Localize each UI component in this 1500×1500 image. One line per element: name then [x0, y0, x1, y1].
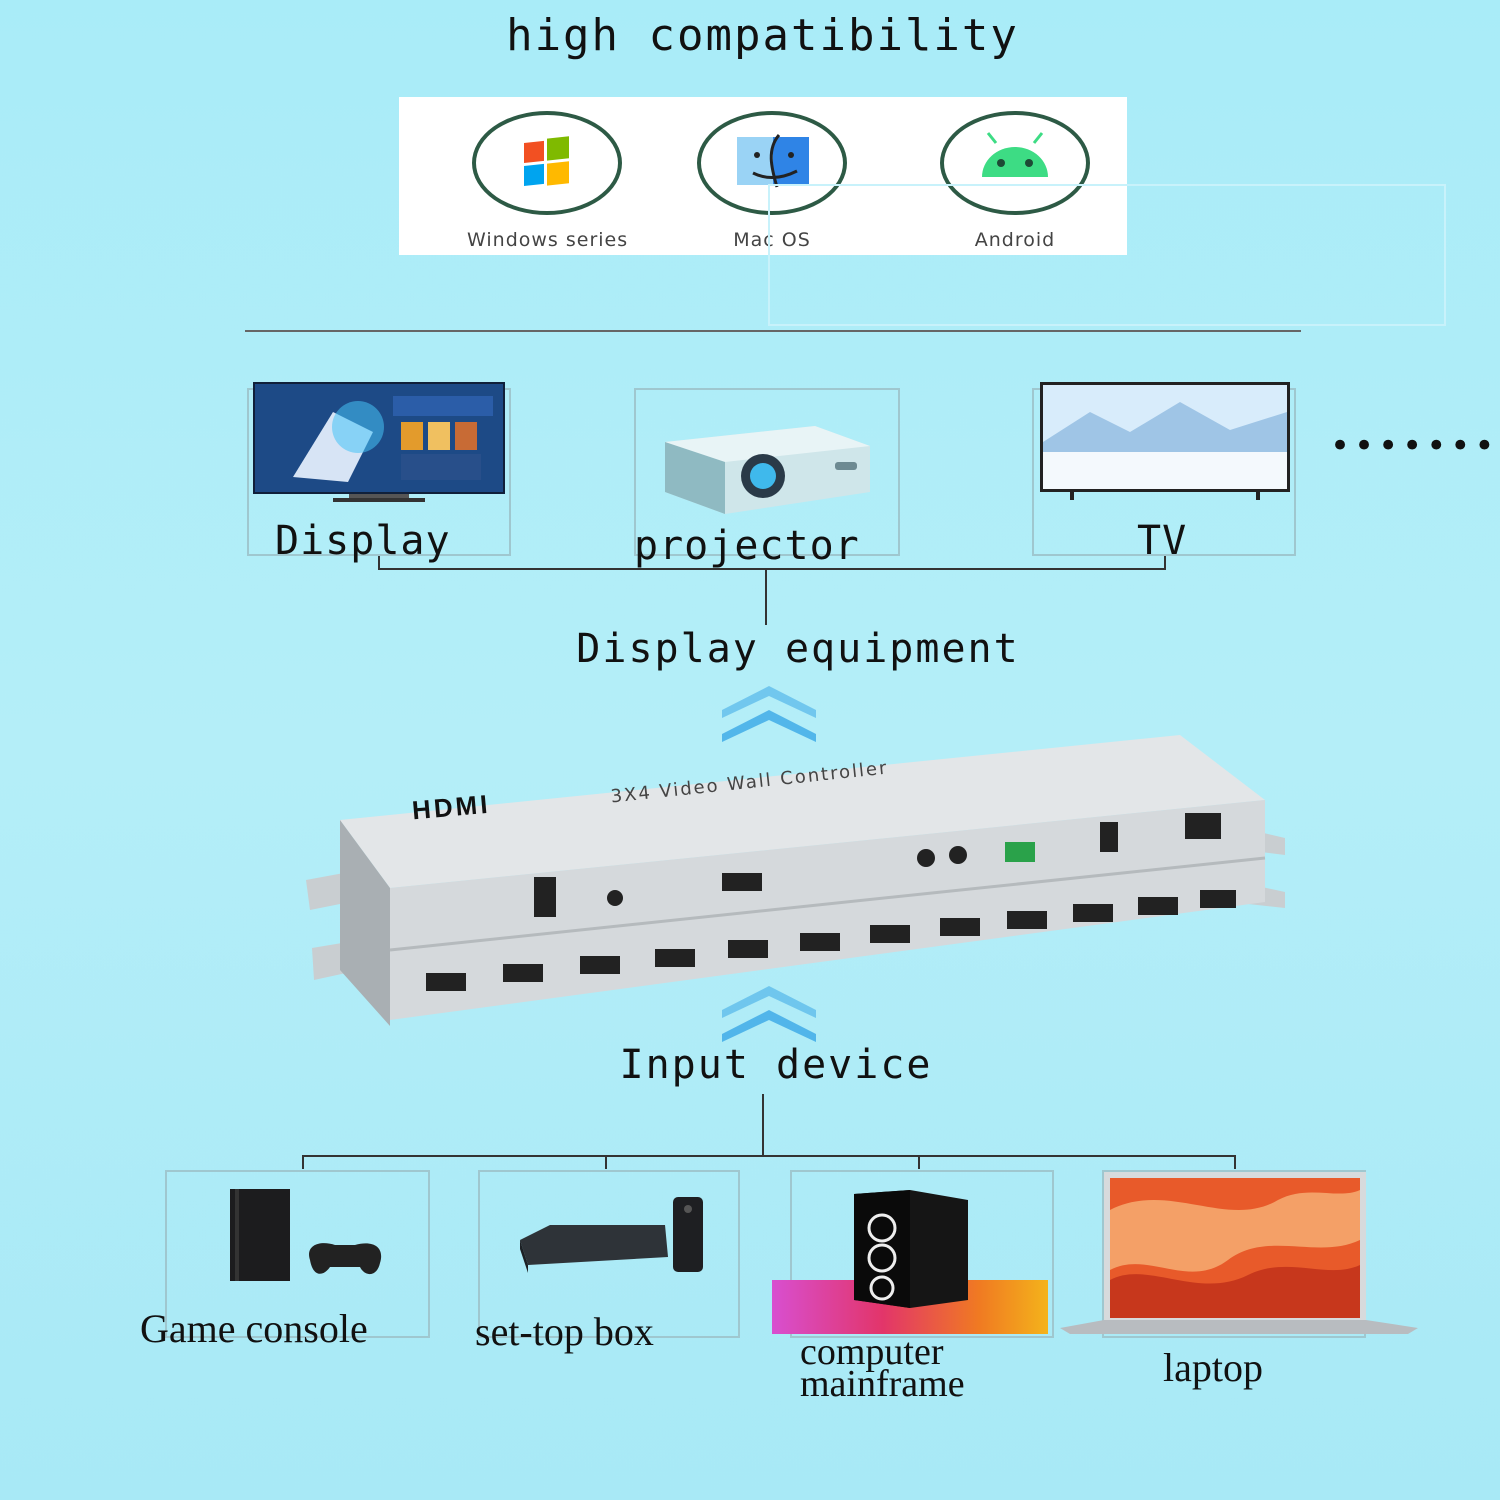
- computer-tower-image: [850, 1188, 970, 1310]
- set-top-box-frame: [478, 1170, 740, 1338]
- connector-line: [1164, 556, 1166, 570]
- os-name: Mac OS: [733, 229, 811, 251]
- connector-line: [762, 1094, 764, 1156]
- windows-logo-icon: [472, 111, 622, 215]
- os-item-windows: Windows series: [467, 111, 627, 251]
- input-label-laptop: laptop: [1163, 1345, 1263, 1390]
- double-chevron-up-icon: [720, 982, 818, 1048]
- faint-panel-outline: [768, 184, 1446, 326]
- connector-line: [1234, 1155, 1236, 1169]
- section-divider: [245, 330, 1301, 332]
- double-chevron-up-icon: [720, 682, 818, 748]
- connector-line: [302, 1155, 1236, 1157]
- mac-finder-icon: [697, 111, 847, 215]
- android-logo-icon: [940, 111, 1090, 215]
- connector-line: [302, 1155, 304, 1169]
- os-name: Windows series: [467, 229, 629, 251]
- tv-image: [1040, 382, 1290, 502]
- gaming-monitor-image: [253, 382, 505, 504]
- connector-line: [378, 556, 380, 570]
- projector-frame: [634, 388, 900, 556]
- os-name: Android: [974, 229, 1056, 251]
- input-device-label: Input device: [619, 1042, 933, 1088]
- os-item-macos: Mac OS: [692, 111, 852, 251]
- display-equipment-label: Display equipment: [576, 626, 1020, 672]
- page-title: high compatibility: [506, 10, 1019, 61]
- laptop-image: [1058, 1170, 1420, 1340]
- connector-line: [605, 1155, 607, 1169]
- output-label-display: Display: [275, 518, 451, 564]
- more-devices-ellipsis: •••••••: [1330, 426, 1499, 466]
- input-label-computer-mainframe: computer mainframe: [800, 1331, 965, 1405]
- game-console-frame: [165, 1170, 430, 1338]
- computer-frame: [790, 1170, 1054, 1338]
- input-label-set-top-box: set-top box: [475, 1309, 654, 1354]
- video-wall-controller: HDMI 3X4 Video Wall Controller: [300, 730, 1290, 1030]
- input-label-game-console: Game console: [140, 1306, 368, 1351]
- output-label-projector: projector: [634, 523, 860, 569]
- connector-line: [918, 1155, 920, 1169]
- connector-line: [378, 568, 1166, 570]
- game-console-image: [225, 1185, 390, 1285]
- os-compatibility-panel: Windows series Mac OS Android: [399, 97, 1127, 255]
- os-item-android: Android: [935, 111, 1095, 251]
- connector-line: [765, 569, 767, 625]
- output-label-tv: TV: [1137, 518, 1188, 564]
- set-top-box-image: [510, 1195, 710, 1280]
- projector-image: [655, 412, 880, 522]
